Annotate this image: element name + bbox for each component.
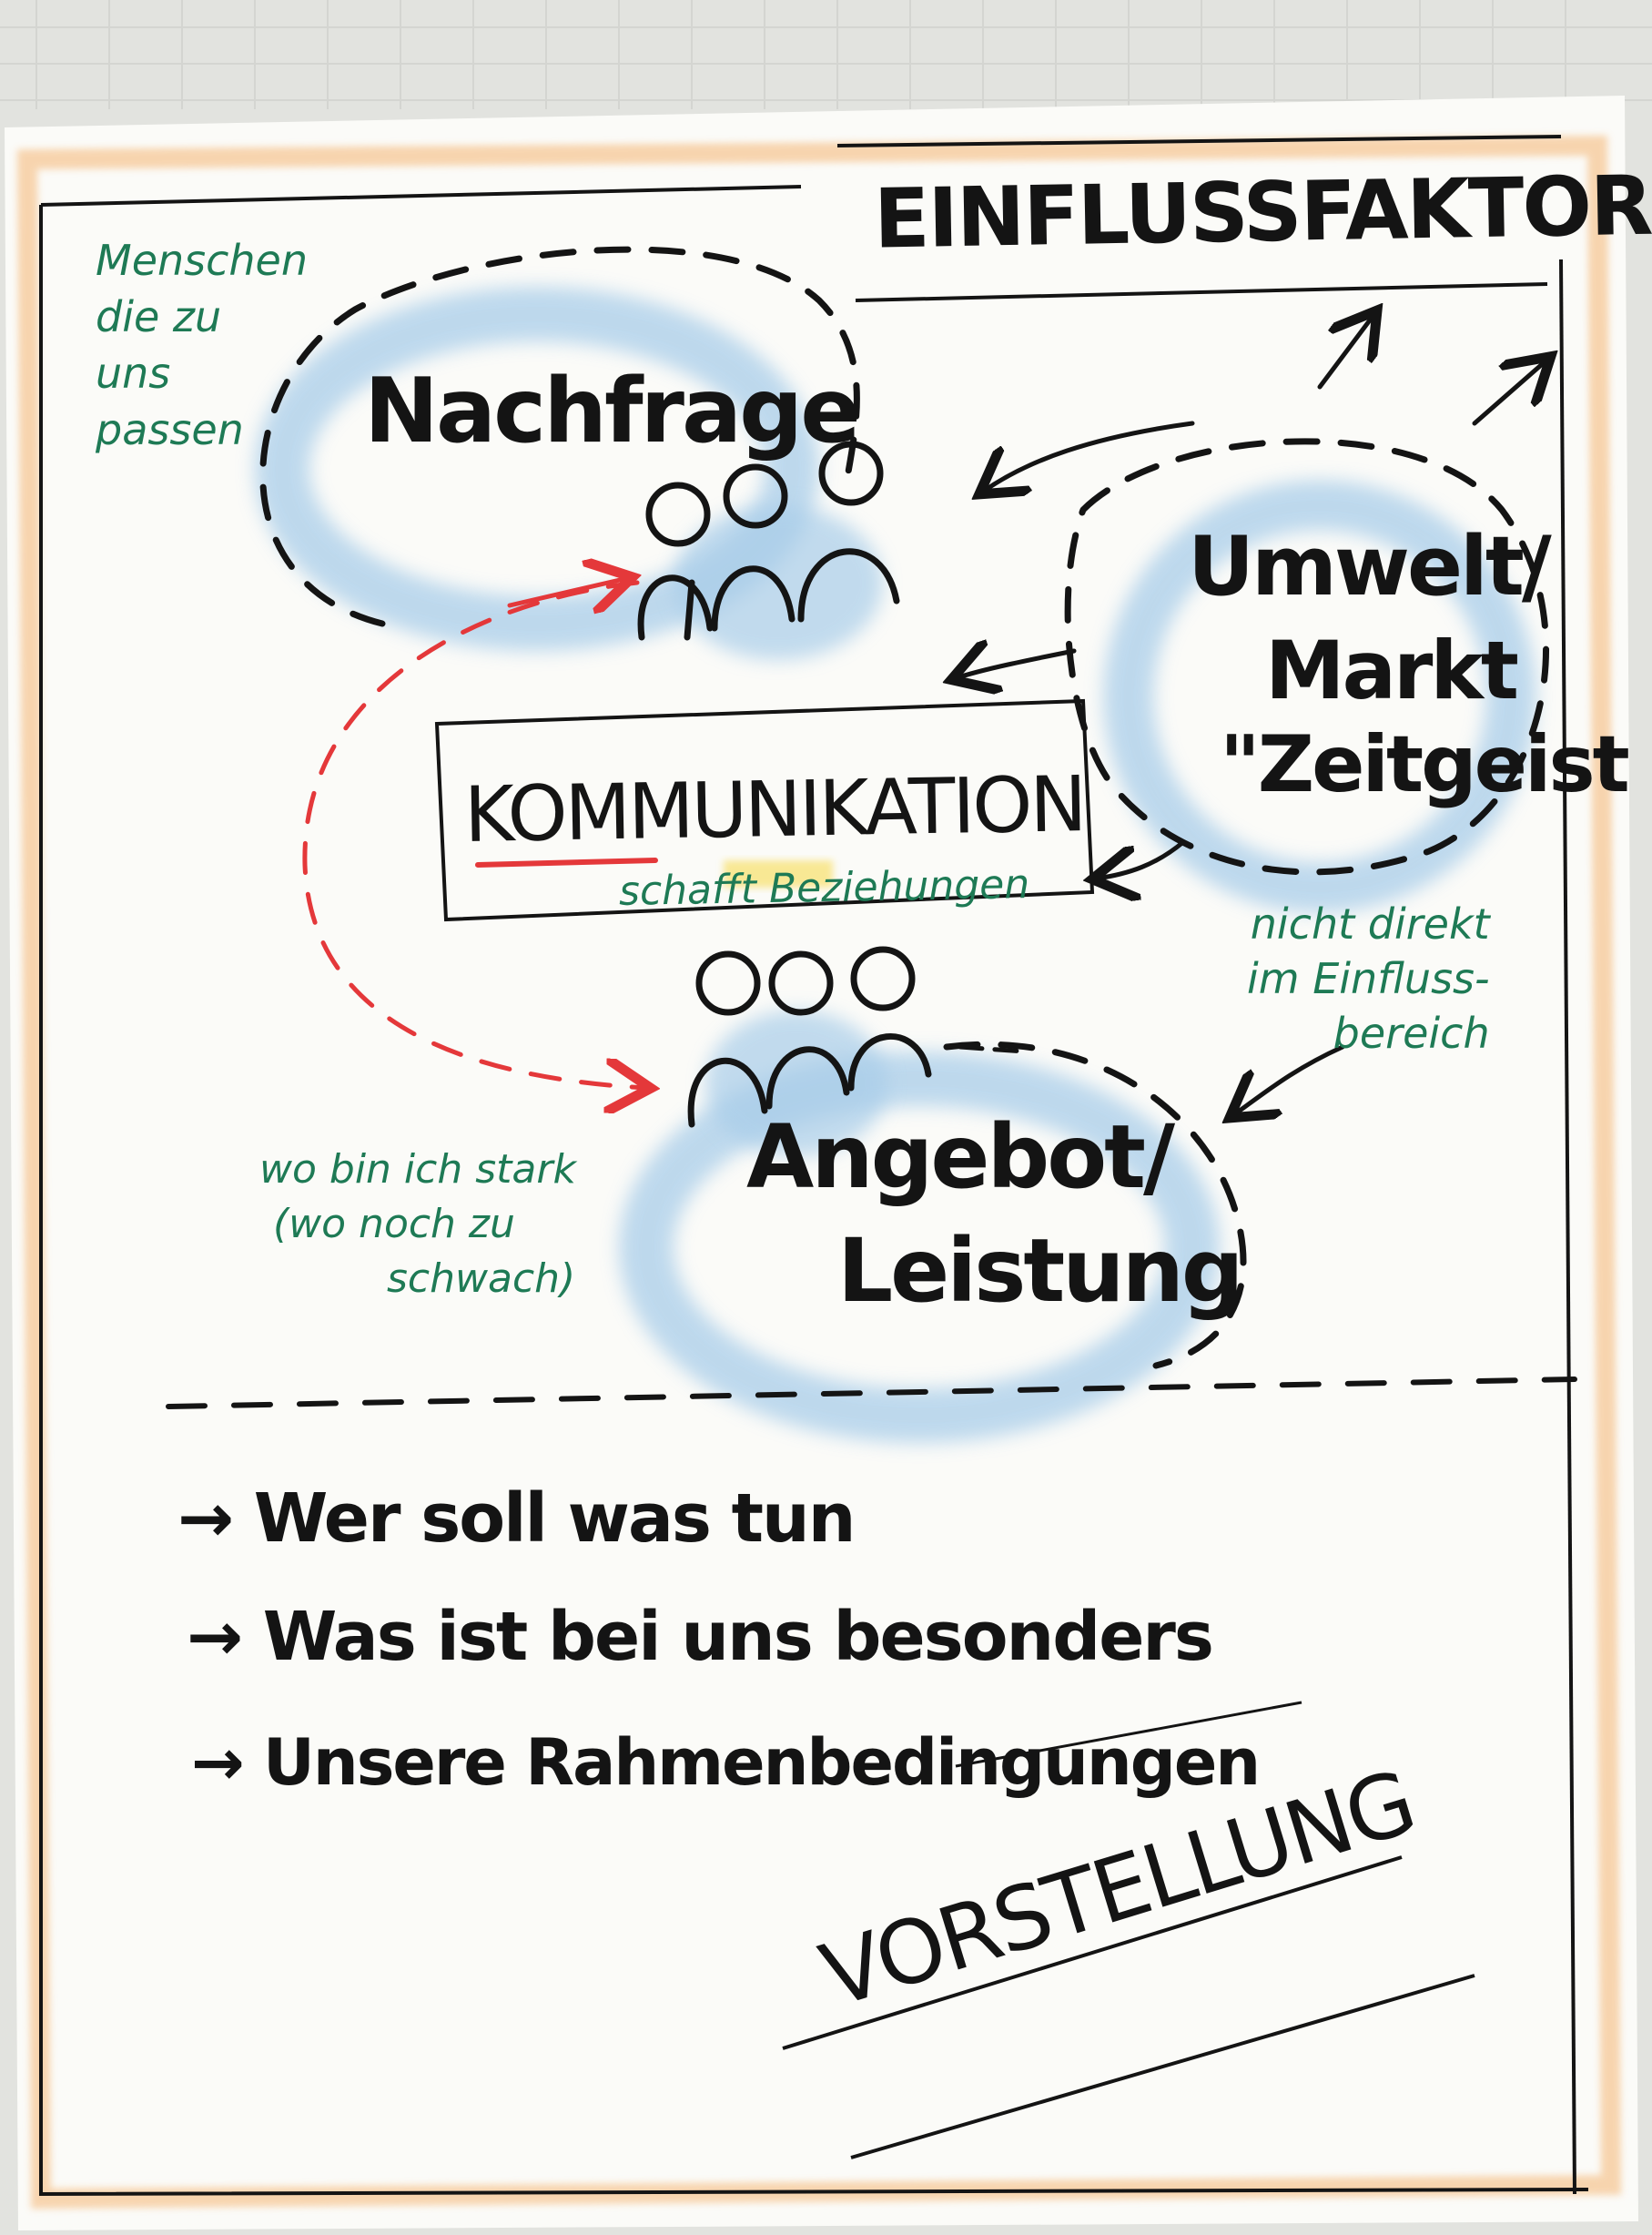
note-menschen-line4: passen [96,405,244,454]
node-umwelt-line3: "Zeitgeist [1220,719,1630,810]
note-wo-bin-line3: schwach) [387,1255,576,1302]
red-dashed-arrow [302,578,646,1088]
dashed-circle-umwelt [1064,438,1549,876]
dashed-circle-angebot [943,1041,1247,1369]
note-menschen-line2: die zu [96,292,222,341]
page-title: EINFLUSSFAKTOREN [873,156,1652,268]
note-menschen-line1: Menschen [96,236,309,285]
kommunikation-red-underline [475,858,658,868]
node-nachfrage: Nachfrage [364,360,861,463]
note-schafft-beziehungen: schafft Beziehungen [618,861,1030,915]
note-menschen: Menschen die zu uns passen [96,232,308,458]
note-wo-bin-line1: wo bin ich stark [259,1146,576,1193]
node-umwelt-line2: Markt [1265,624,1519,717]
note-menschen-line3: uns [96,349,171,398]
bullet-unsere: → Unsere Rahmenbedingungen [191,1725,1261,1800]
bullet-was-ist: → Was ist bei uns besonders [187,1598,1214,1676]
node-umwelt-line1: Umwelt/ [1188,519,1552,615]
node-angebot-line2: Leistung [837,1220,1244,1322]
people-icon-angebot [687,946,932,1128]
blue-wash-umwelt [1103,480,1536,913]
note-nicht-direkt-line3: bereich [1333,1009,1490,1058]
blue-wash-angebot [619,1051,1220,1443]
note-wo-bin-ich-stark: wo bin ich stark (wo noch zu schwach) [259,1143,576,1306]
node-kommunikation: KOMMUNIKATION [463,759,1086,859]
dashed-divider [166,1377,1577,1409]
arrows-black [956,314,1547,1115]
note-nicht-direkt-line2: im Einfluss- [1247,954,1490,1003]
background-grid [0,0,1652,109]
blue-wash-nachfrage [255,287,819,651]
people-icon-nachfrage [637,441,900,641]
note-wo-bin-line2: (wo noch zu [273,1201,515,1247]
bullet-wer-soll: → Wer soll was tun [177,1479,856,1558]
node-angebot-line1: Angebot/ [746,1106,1175,1208]
note-nicht-direkt: nicht direkt im Einfluss- bereich [1247,897,1490,1061]
yellow-highlight [724,860,833,888]
note-nicht-direkt-line1: nicht direkt [1250,899,1490,949]
dashed-circle-nachfrage [259,246,860,627]
